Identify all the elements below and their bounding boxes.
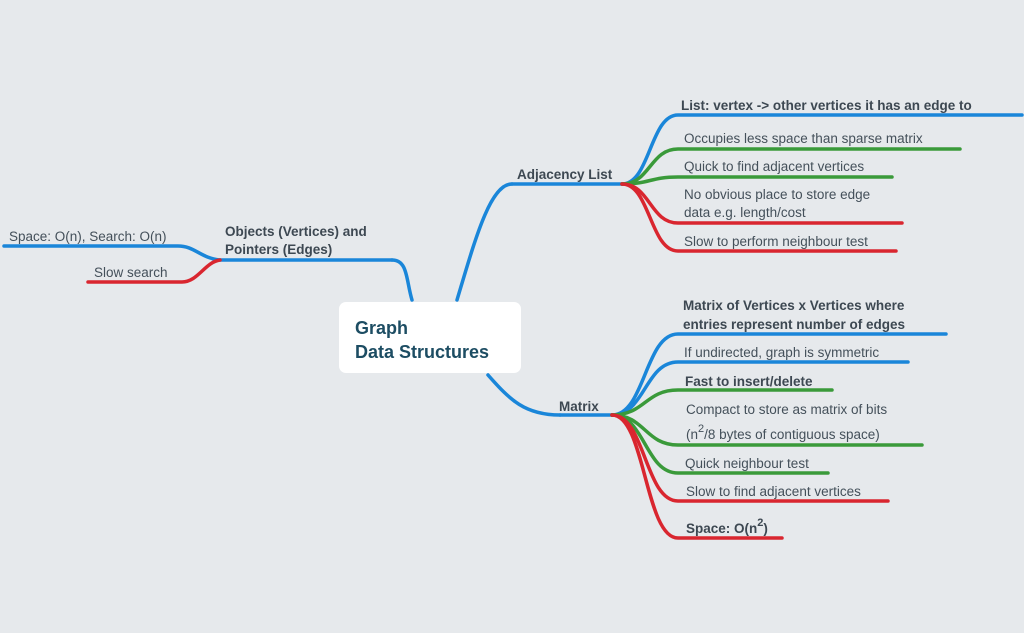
branch-objects-label-line2[interactable]: Pointers (Edges)	[225, 242, 333, 257]
branch-matrix-label[interactable]: Matrix	[559, 399, 599, 414]
matrix-child-fast-insert[interactable]: Fast to insert/delete	[685, 374, 813, 389]
matrix-child-def-line1[interactable]: Matrix of Vertices x Vertices where	[683, 298, 905, 313]
compact-superscript: 2	[698, 423, 705, 435]
adjacency-child-list[interactable]: List: vertex -> other vertices it has an…	[681, 98, 972, 113]
connector-objects-slow-search	[86, 258, 222, 284]
branch-objects-label-line1[interactable]: Objects (Vertices) and	[225, 224, 367, 239]
adjacency-child-edge-line2[interactable]: data e.g. length/cost	[684, 205, 806, 220]
matrix-child-quick-neighbour[interactable]: Quick neighbour test	[685, 456, 809, 471]
adjacency-child-space[interactable]: Occupies less space than sparse matrix	[684, 131, 923, 146]
adjacency-child-quick[interactable]: Quick to find adjacent vertices	[684, 159, 865, 174]
connector-adj-neighbour	[620, 182, 898, 253]
connector-root-matrix	[486, 373, 562, 417]
matrix-child-def-line2[interactable]: entries represent number of edges	[683, 317, 906, 332]
compact-post: /8 bytes of contiguous space)	[704, 427, 880, 442]
space-pre: Space: O(n	[686, 521, 758, 536]
connector-root-objects	[390, 258, 414, 302]
connector-root-adjacency	[455, 182, 514, 302]
objects-child-slow-search[interactable]: Slow search	[94, 265, 168, 280]
root-node[interactable]: Graph Data Structures	[339, 302, 521, 373]
space-post: )	[763, 521, 768, 536]
connector-mat-space	[610, 413, 784, 540]
matrix-child-slow-adjacent[interactable]: Slow to find adjacent vertices	[686, 484, 861, 499]
space-superscript: 2	[757, 517, 764, 529]
branch-adjacency-label[interactable]: Adjacency List	[517, 167, 613, 182]
objects-child-space[interactable]: Space: O(n), Search: O(n)	[9, 229, 167, 244]
matrix-child-compact-line1[interactable]: Compact to store as matrix of bits	[686, 402, 888, 417]
matrix-child-compact-line2[interactable]: (n2/8 bytes of contiguous space)	[686, 423, 880, 445]
connector-objects-space	[2, 244, 222, 262]
matrix-child-symmetric[interactable]: If undirected, graph is symmetric	[684, 345, 880, 360]
connector-adj-quick	[620, 175, 894, 186]
root-title-line2: Data Structures	[355, 342, 490, 362]
matrix-child-space[interactable]: Space: O(n2)	[686, 517, 768, 539]
connector-mat-fast	[610, 388, 834, 417]
adjacency-child-edge-line1[interactable]: No obvious place to store edge	[684, 187, 871, 202]
adjacency-child-neighbour[interactable]: Slow to perform neighbour test	[684, 234, 868, 249]
compact-pre: (n	[686, 427, 699, 442]
root-title-line1: Graph	[355, 318, 409, 338]
